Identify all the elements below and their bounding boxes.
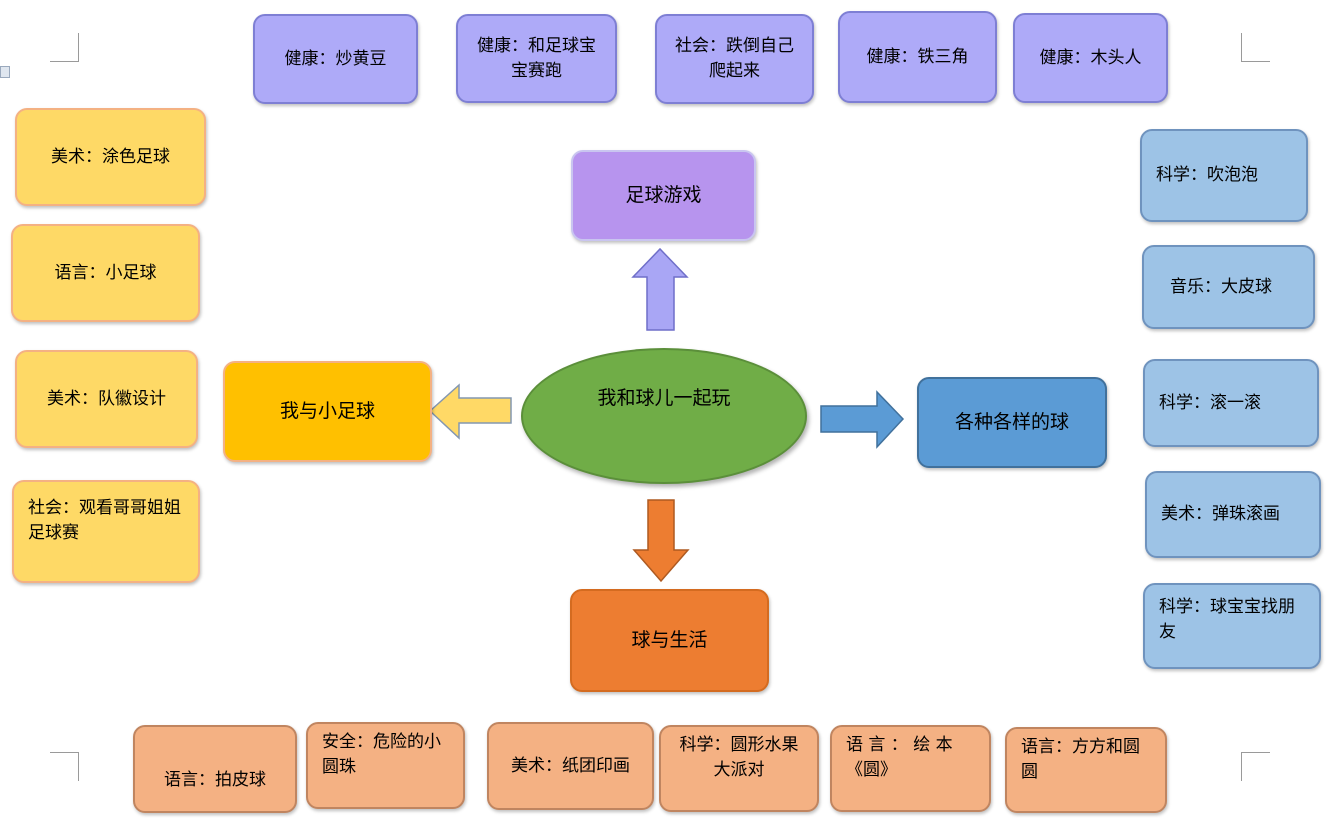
arrow-right xyxy=(820,390,905,449)
arrow-left xyxy=(428,383,512,440)
bottom-item: 语 言 ： 绘 本《圆》 xyxy=(830,725,991,812)
bottom-item: 语言：方方和圆圆 xyxy=(1005,727,1167,813)
right-item: 科学：吹泡泡 xyxy=(1140,129,1308,222)
top-item: 健康：炒黄豆 xyxy=(253,14,418,104)
branch-me-and-football: 我与小足球 xyxy=(223,361,432,462)
left-item: 美术：队徽设计 xyxy=(15,350,198,448)
right-item: 科学：滚一滚 xyxy=(1143,359,1319,447)
left-item: 语言：小足球 xyxy=(11,224,200,322)
right-item: 科学：球宝宝找朋友 xyxy=(1143,583,1321,669)
bottom-item: 语言：拍皮球 xyxy=(133,725,297,813)
branch-balls-and-life: 球与生活 xyxy=(570,589,769,692)
branch-all-kinds-of-balls: 各种各样的球 xyxy=(917,377,1107,468)
top-item: 健康：铁三角 xyxy=(838,11,997,103)
corner-mark-top-left xyxy=(50,33,79,62)
left-item: 美术：涂色足球 xyxy=(15,108,206,206)
corner-mark-bottom-left xyxy=(50,752,79,781)
document-icon xyxy=(0,66,10,78)
bottom-item: 美术：纸团印画 xyxy=(487,722,654,810)
corner-mark-bottom-right xyxy=(1241,752,1270,781)
center-node: 我和球儿一起玩 xyxy=(521,348,807,484)
arrow-down xyxy=(632,499,690,583)
right-item: 美术：弹珠滚画 xyxy=(1145,471,1321,558)
arrow-up xyxy=(631,247,689,331)
bottom-item: 科学：圆形水果大派对 xyxy=(659,725,819,812)
top-item: 健康：木头人 xyxy=(1013,13,1168,103)
top-item: 健康：和足球宝宝赛跑 xyxy=(456,14,617,103)
top-item: 社会：跌倒自己爬起来 xyxy=(655,14,814,104)
bottom-item: 安全：危险的小圆珠 xyxy=(306,722,465,809)
corner-mark-top-right xyxy=(1241,33,1270,62)
left-item: 社会：观看哥哥姐姐足球赛 xyxy=(12,480,200,583)
center-label: 我和球儿一起玩 xyxy=(597,386,731,409)
right-item: 音乐：大皮球 xyxy=(1142,245,1315,329)
branch-football-games: 足球游戏 xyxy=(571,150,756,241)
